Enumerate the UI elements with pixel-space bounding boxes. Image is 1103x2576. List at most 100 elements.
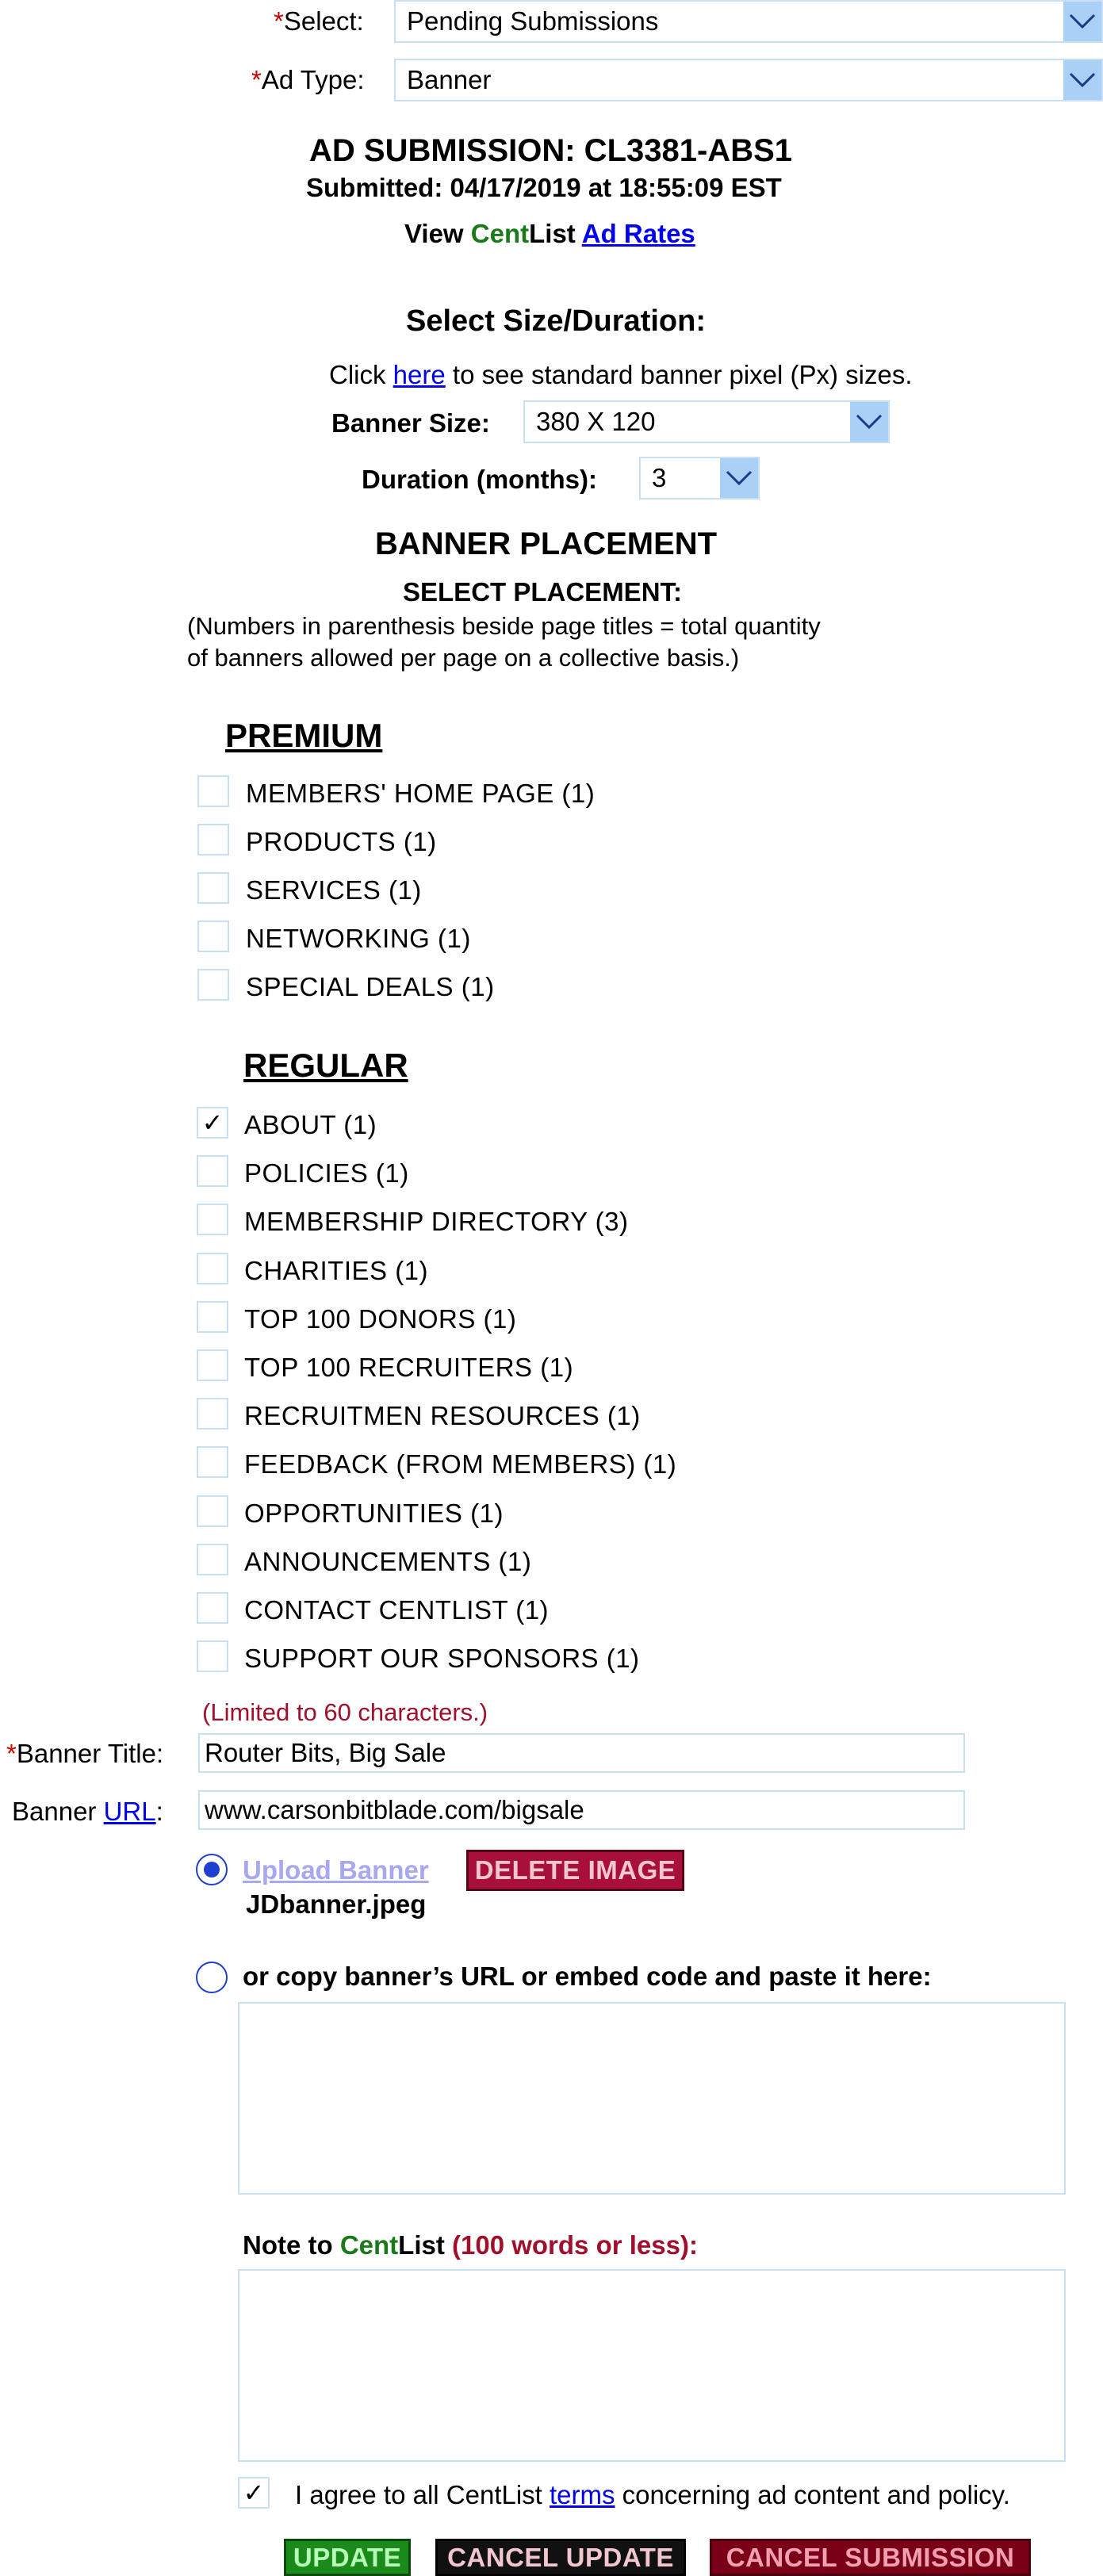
- uploaded-file-name: JDbanner.jpeg: [246, 1889, 427, 1919]
- regular-placement-label: OPPORTUNITIES (1): [244, 1498, 504, 1528]
- regular-placement-label: TOP 100 RECRUITERS (1): [244, 1353, 574, 1382]
- regular-placement-checkbox[interactable]: [197, 1446, 228, 1479]
- view-prefix: View: [404, 219, 471, 248]
- banner-title-label: *Banner Title:: [6, 1739, 163, 1769]
- adtype-label: *Ad Type:: [251, 65, 365, 95]
- regular-placement-checkbox[interactable]: [197, 1204, 228, 1236]
- adtype-select[interactable]: Banner: [394, 59, 1103, 101]
- embed-radio[interactable]: [196, 1962, 228, 1993]
- note-textarea[interactable]: [238, 2269, 1066, 2462]
- agree-checkbox[interactable]: ✓: [238, 2477, 270, 2509]
- status-select-value: Pending Submissions: [407, 6, 659, 36]
- banner-title-label-text: Banner Title:: [16, 1739, 164, 1768]
- required-mark: *: [274, 6, 284, 36]
- regular-placement-label: FEEDBACK (FROM MEMBERS) (1): [244, 1449, 677, 1479]
- agree-suffix: concerning ad content and policy.: [615, 2480, 1010, 2509]
- required-mark: *: [6, 1739, 17, 1768]
- adtype-select-value: Banner: [407, 65, 492, 94]
- regular-placement-checkbox[interactable]: [197, 1640, 228, 1673]
- update-button[interactable]: UPDATE: [284, 2539, 411, 2576]
- title-limit-note: (Limited to 60 characters.): [202, 1698, 488, 1726]
- regular-placement-label: RECRUITMEN RESOURCES (1): [244, 1401, 641, 1431]
- regular-placement-checkbox[interactable]: ✓: [197, 1107, 228, 1139]
- regular-heading: REGULAR: [243, 1047, 408, 1084]
- premium-placement-checkbox[interactable]: [197, 775, 229, 807]
- size-duration-heading: Select Size/Duration:: [406, 304, 706, 338]
- chevron-down-icon: [1063, 60, 1101, 100]
- premium-placement-label: SPECIAL DEALS (1): [246, 972, 495, 1001]
- brand-list: List: [529, 219, 576, 248]
- cancel-update-button[interactable]: CANCEL UPDATE: [435, 2539, 686, 2576]
- duration-value: 3: [652, 463, 667, 492]
- agree-prefix: I agree to all CentList: [295, 2480, 550, 2509]
- premium-placement-checkbox[interactable]: [197, 969, 229, 1001]
- here-link[interactable]: here: [393, 360, 446, 389]
- check-icon: ✓: [243, 2478, 265, 2507]
- note-label: Note to CentList (100 words or less):: [243, 2230, 698, 2260]
- status-select[interactable]: Pending Submissions: [394, 0, 1103, 43]
- regular-placement-checkbox[interactable]: [197, 1495, 228, 1527]
- delete-image-button[interactable]: DELETE IMAGE: [466, 1850, 684, 1891]
- upload-radio[interactable]: [196, 1854, 228, 1885]
- regular-placement-checkbox[interactable]: [197, 1252, 228, 1284]
- banner-size-value: 380 X 120: [536, 407, 656, 436]
- terms-link[interactable]: terms: [550, 2480, 615, 2509]
- regular-placement-checkbox[interactable]: [197, 1300, 228, 1333]
- premium-placement-label: NETWORKING (1): [246, 924, 471, 953]
- upload-banner-link[interactable]: Upload Banner: [243, 1855, 429, 1885]
- submission-title: AD SUBMISSION: CL3381-ABS1: [309, 133, 793, 168]
- regular-placement-checkbox[interactable]: [197, 1543, 228, 1575]
- placement-note-1: (Numbers in parenthesis beside page titl…: [187, 612, 821, 640]
- cancel-submission-button[interactable]: CANCEL SUBMISSION: [710, 2539, 1031, 2576]
- placement-heading: BANNER PLACEMENT: [375, 526, 718, 561]
- regular-placement-label: CHARITIES (1): [244, 1255, 429, 1285]
- chevron-down-icon: [1063, 2, 1101, 41]
- banner-title-input[interactable]: Router Bits, Big Sale: [198, 1733, 965, 1773]
- premium-heading: PREMIUM: [225, 717, 383, 754]
- chevron-down-icon: [850, 402, 888, 442]
- banner-size-select[interactable]: 380 X 120: [523, 400, 890, 443]
- premium-placement-checkbox[interactable]: [197, 824, 229, 855]
- premium-placement-checkbox[interactable]: [197, 872, 229, 904]
- regular-placement-checkbox[interactable]: [197, 1592, 228, 1624]
- premium-placement-label: MEMBERS' HOME PAGE (1): [246, 779, 596, 808]
- embed-label: or copy banner’s URL or embed code and p…: [243, 1962, 932, 1991]
- view-ad-rates: View CentList Ad Rates: [404, 219, 695, 249]
- url-help-link[interactable]: URL: [103, 1797, 156, 1826]
- regular-placement-checkbox[interactable]: [197, 1398, 228, 1430]
- agree-text: I agree to all CentList terms concerning…: [295, 2480, 1010, 2510]
- regular-placement-label: SUPPORT OUR SPONSORS (1): [244, 1644, 640, 1674]
- chevron-down-icon: [720, 458, 758, 498]
- duration-label: Duration (months):: [362, 465, 597, 494]
- check-icon: ✓: [201, 1108, 224, 1137]
- banner-title-value: Router Bits, Big Sale: [205, 1738, 446, 1767]
- premium-placement-label: SERVICES (1): [246, 875, 422, 905]
- brand-cent: Cent: [470, 219, 530, 248]
- regular-placement-checkbox[interactable]: [197, 1349, 228, 1381]
- banner-url-label: Banner URL:: [12, 1797, 163, 1827]
- click-suffix: to see standard banner pixel (Px) sizes.: [445, 360, 913, 389]
- regular-placement-label: POLICIES (1): [244, 1158, 409, 1188]
- banner-url-value: www.carsonbitblade.com/bigsale: [205, 1795, 584, 1824]
- regular-placement-label: MEMBERSHIP DIRECTORY (3): [244, 1207, 629, 1237]
- premium-placement-checkbox[interactable]: [197, 921, 229, 952]
- required-mark: *: [251, 65, 262, 94]
- pixel-sizes-note: Click here to see standard banner pixel …: [329, 360, 913, 390]
- ad-rates-link[interactable]: Ad Rates: [581, 219, 695, 248]
- regular-placement-label: ANNOUNCEMENTS (1): [244, 1546, 532, 1576]
- banner-url-input[interactable]: www.carsonbitblade.com/bigsale: [198, 1790, 965, 1830]
- note-limit: (100 words or less):: [444, 2230, 698, 2260]
- duration-select[interactable]: 3: [639, 457, 760, 500]
- url-label-prefix: Banner: [12, 1797, 104, 1826]
- select-label: *Select:: [274, 6, 364, 36]
- placement-note-2: of banners allowed per page on a collect…: [187, 644, 740, 672]
- banner-size-label: Banner Size:: [331, 408, 490, 438]
- regular-placement-label: TOP 100 DONORS (1): [244, 1303, 517, 1334]
- embed-code-textarea[interactable]: [238, 2002, 1066, 2195]
- note-brand-list: List: [398, 2230, 445, 2260]
- regular-placement-label: ABOUT (1): [244, 1110, 377, 1139]
- premium-placement-label: PRODUCTS (1): [246, 827, 437, 856]
- click-prefix: Click: [329, 360, 393, 389]
- regular-placement-checkbox[interactable]: [197, 1155, 228, 1188]
- placement-subheading: SELECT PLACEMENT:: [403, 577, 683, 607]
